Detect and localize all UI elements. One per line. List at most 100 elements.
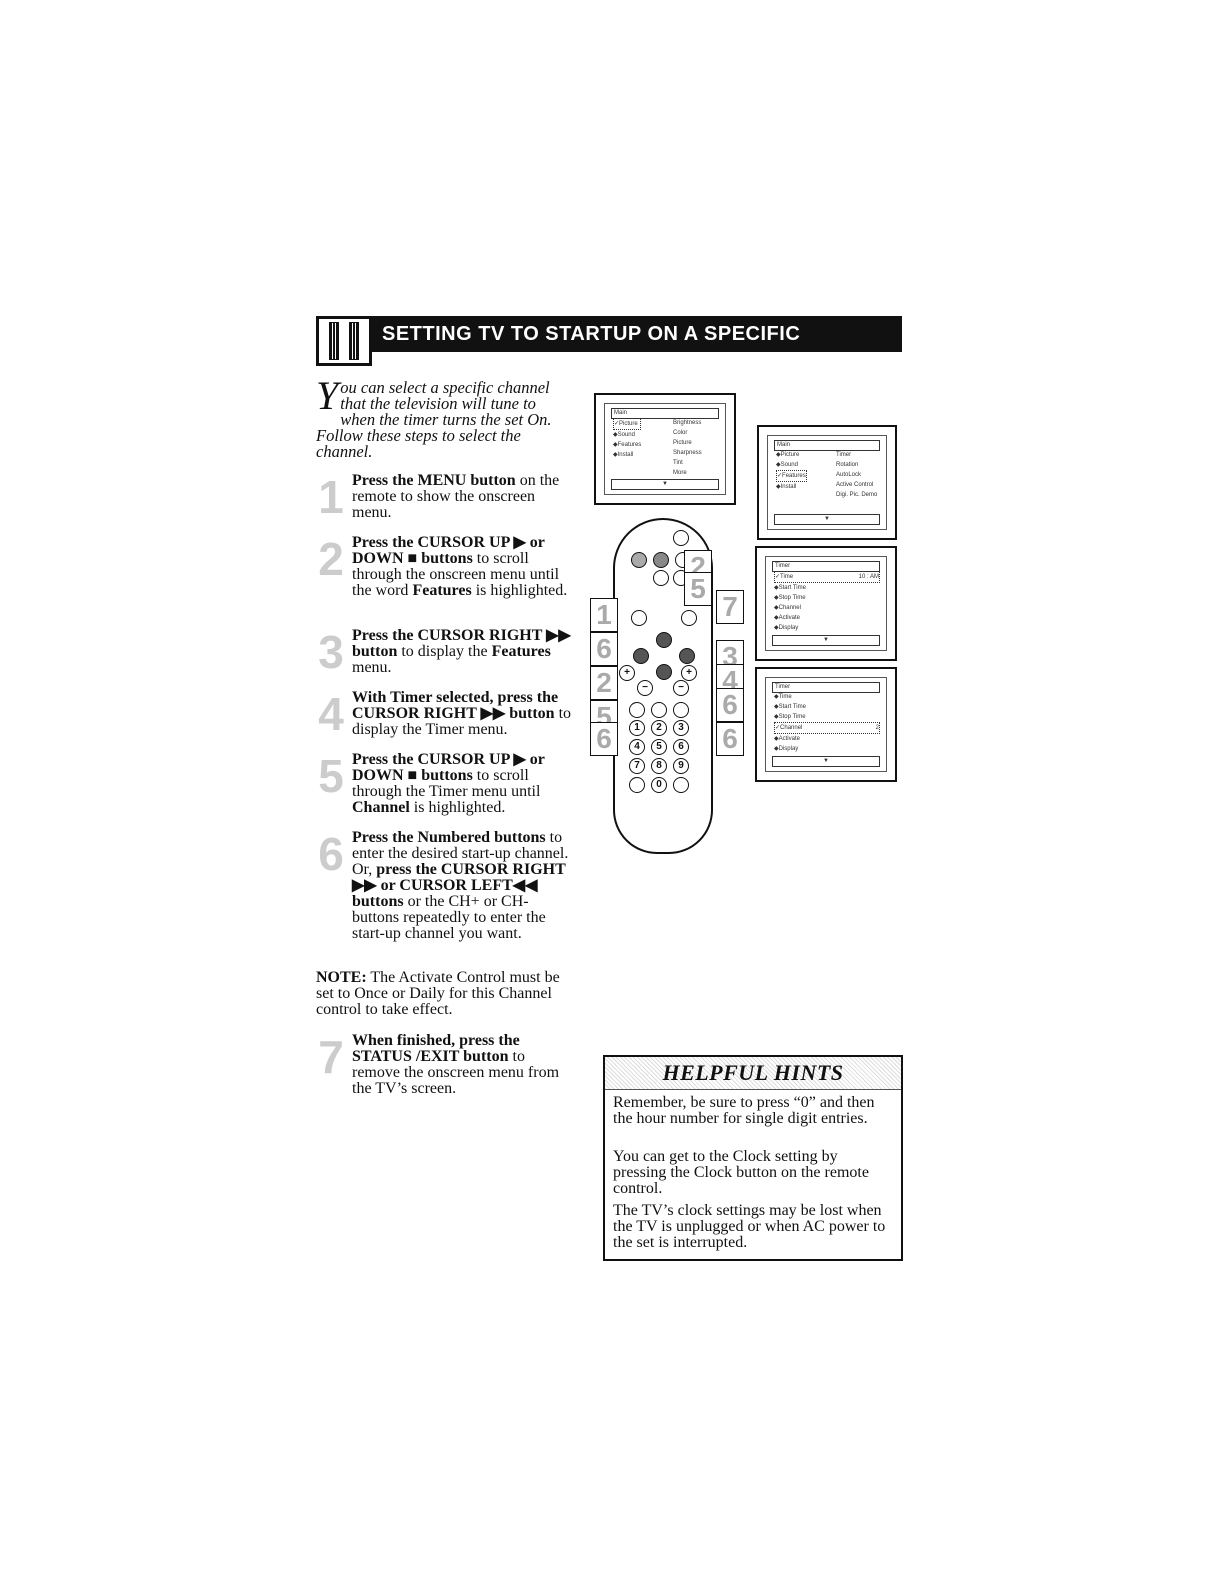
menu-item: ◆Sound — [613, 432, 635, 438]
step-text: Press the CURSOR RIGHT ▶▶ button to disp… — [352, 627, 571, 676]
tv-screen-channel-menu: Timer ◆Time ◆Start Time ◆Stop Time ✓Chan… — [755, 667, 897, 782]
menu-item: Color — [673, 430, 688, 436]
intro-text: ou can select a specific channel that th… — [316, 378, 552, 461]
step-number: 2 — [318, 533, 344, 585]
menu-scroll-down-icon: ▼ — [772, 756, 880, 767]
remote-button-icon — [673, 777, 689, 793]
menu-item: Sharpness — [673, 450, 702, 456]
menu-item: More — [673, 470, 687, 476]
status-exit-button-icon — [681, 610, 697, 626]
menu-item: ◆Stop Time — [774, 595, 806, 601]
callout-badge-6: 6 — [590, 722, 618, 756]
digit-button-4: 4 — [629, 739, 645, 755]
volume-up-button-icon: + — [619, 665, 635, 681]
menu-item: Tint — [673, 460, 683, 466]
callout-badge-2: 2 — [590, 666, 618, 700]
step-number: 7 — [318, 1031, 344, 1083]
step-4: 4 With Timer selected, press the CURSOR … — [316, 690, 574, 739]
remote-button-icon — [651, 702, 667, 718]
menu-item: ◆Activate — [774, 615, 800, 621]
step-text: Press the CURSOR UP ▶ or DOWN ■ buttons … — [352, 751, 545, 816]
menu-item: ◆Features — [613, 442, 642, 448]
menu-item: ◆Time — [774, 694, 792, 700]
menu-item: ◆Sound — [776, 462, 798, 468]
menu-item: ◆Start Time — [774, 585, 806, 591]
step-2: 2 Press the CURSOR UP ▶ or DOWN ■ button… — [316, 535, 574, 599]
step-6: 6 Press the Numbered buttons to enter th… — [316, 830, 574, 942]
step-1: 1 Press the MENU button on the remote to… — [316, 472, 574, 522]
remote-button-icon — [629, 777, 645, 793]
channel-up-button-icon: + — [681, 665, 697, 681]
menu-scroll-down-icon: ▼ — [772, 635, 880, 646]
note-paragraph: NOTE: The Activate Control must be set t… — [316, 969, 560, 1018]
digit-button-9: 9 — [673, 758, 689, 774]
menu-item: Digi. Pic. Demo — [836, 492, 878, 498]
section-number-badge: 11 — [316, 316, 372, 366]
menu-item-value: 2 — [875, 725, 879, 731]
digit-button-5: 5 — [651, 739, 667, 755]
menu-right-list: Timer Rotation AutoLock Active Control D… — [836, 450, 877, 500]
menu-item: ◆Activate — [774, 736, 800, 742]
digit-button-6: 6 — [673, 739, 689, 755]
menu-item: ◆Picture — [776, 452, 800, 458]
step-number: 5 — [318, 750, 344, 802]
power-button-icon — [673, 530, 689, 546]
helpful-hints-title: HELPFUL HINTS — [605, 1057, 901, 1090]
cursor-right-button-icon — [679, 648, 695, 664]
cursor-down-button-icon — [656, 664, 672, 680]
callout-badge-1: 1 — [590, 598, 618, 632]
menu-title: Main — [774, 440, 880, 451]
section-title: SETTING TV TO STARTUP ON A SPECIFIC CHAN… — [372, 316, 902, 381]
menu-item: ◆Install — [613, 452, 634, 458]
callout-badge-5: 5 — [684, 572, 712, 606]
callout-badge-7: 7 — [716, 590, 744, 624]
step-number: 6 — [318, 828, 344, 880]
menu-item-value: 10 : AM — [858, 574, 879, 580]
menu-item: Active Control — [836, 482, 874, 488]
helpful-hints-box: HELPFUL HINTS Remember, be sure to press… — [603, 1055, 903, 1261]
hint-item: Remember, be sure to press “0” and then … — [613, 1094, 875, 1127]
menu-title: Timer — [772, 682, 880, 693]
section-number-digit — [349, 322, 359, 360]
step-3: 3 Press the CURSOR RIGHT ▶▶ button to di… — [316, 626, 574, 678]
step-text: When finished, press the STATUS /EXIT bu… — [352, 1032, 560, 1097]
remote-button-icon — [653, 570, 669, 586]
menu-right-list: Brightness Color Picture Sharpness Tint … — [673, 418, 702, 478]
hint-item: You can get to the Clock setting by pres… — [613, 1148, 869, 1197]
menu-item: Timer — [836, 452, 852, 458]
menu-button-icon — [631, 610, 647, 626]
menu-item: ◆Channel — [774, 605, 801, 611]
step-number: 3 — [318, 626, 344, 678]
step-5: 5 Press the CURSOR UP ▶ or DOWN ■ button… — [316, 752, 574, 816]
menu-title: Main — [611, 408, 719, 419]
step-7: 7 When finished, press the STATUS /EXIT … — [316, 1033, 574, 1097]
remote-button-icon — [653, 552, 669, 568]
menu-item: ◆Stop Time — [774, 714, 806, 720]
remote-button-icon — [631, 552, 647, 568]
remote-button-icon — [673, 702, 689, 718]
digit-button-0: 0 — [651, 777, 667, 793]
volume-down-button-icon: − — [637, 680, 653, 696]
menu-left-list: ◆Picture ◆Sound ✓Features ◆Install — [776, 450, 807, 492]
menu-item: ✓Picture — [613, 418, 642, 430]
digit-button-7: 7 — [629, 758, 645, 774]
menu-item: Rotation — [836, 462, 859, 468]
menu-item: ◆Start Time — [774, 704, 806, 710]
digit-button-3: 3 — [673, 720, 689, 736]
callout-badge-6: 6 — [590, 632, 618, 666]
menu-item: Picture — [673, 440, 692, 446]
menu-item: ◆Display — [774, 746, 799, 752]
menu-scroll-down-icon: ▼ — [611, 479, 719, 490]
menu-left-list: ✓Picture ◆Sound ◆Features ◆Install — [613, 418, 642, 460]
digit-button-2: 2 — [651, 720, 667, 736]
hint-item: The TV’s clock settings may be lost when… — [613, 1202, 886, 1251]
step-text: Press the MENU button on the remote to s… — [352, 472, 560, 521]
section-number-digit — [329, 322, 339, 360]
menu-item: ◆Display — [774, 625, 799, 631]
